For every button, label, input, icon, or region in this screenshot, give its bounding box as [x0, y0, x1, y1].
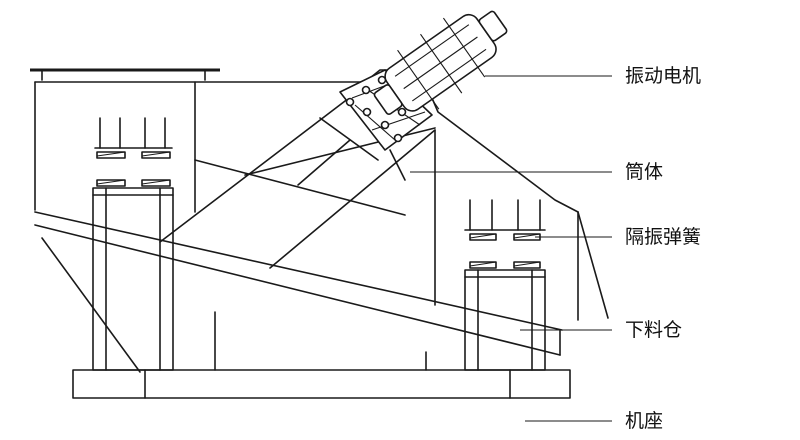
- label-machine-base: 机座: [625, 410, 663, 432]
- machine-base: [72, 369, 571, 399]
- discharge-hopper: [41, 211, 609, 373]
- label-screen-body: 筒体: [625, 161, 663, 183]
- right-isolation-spring: [464, 199, 546, 269]
- label-discharge-hopper: 下料仓: [625, 319, 682, 341]
- left-isolation-spring: [94, 117, 173, 187]
- vibration-motor: [373, 10, 508, 115]
- screen-body: [34, 69, 579, 356]
- label-isolation-spring: 隔振弹簧: [625, 226, 701, 248]
- leader-lines: [410, 75, 612, 422]
- screen-deck: [159, 81, 436, 269]
- label-vibration-motor: 振动电机: [625, 65, 701, 87]
- left-support-column: [92, 187, 174, 371]
- right-support-column: [464, 269, 546, 371]
- top-cover-plate: [30, 68, 220, 81]
